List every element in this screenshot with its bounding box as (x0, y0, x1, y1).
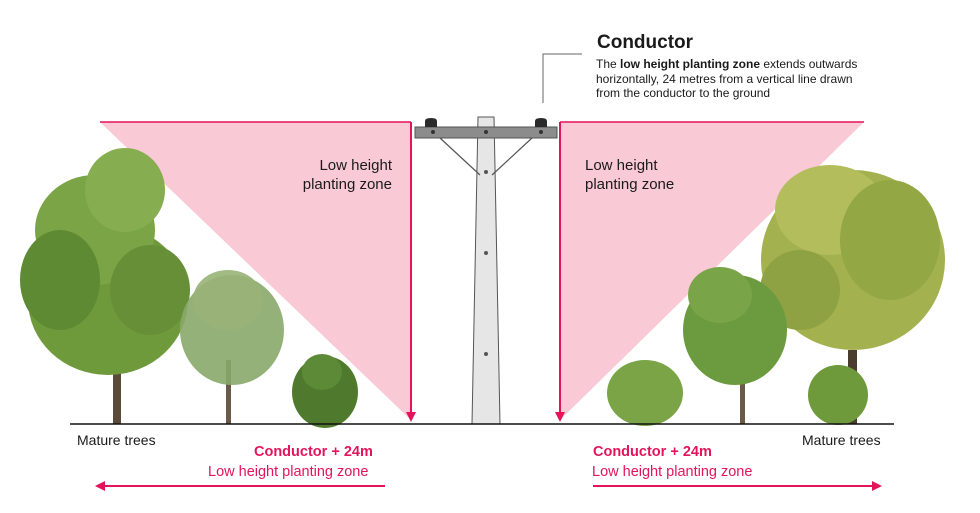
right-bush-right (808, 365, 868, 425)
conductor-description: The low height planting zone extends out… (596, 57, 896, 101)
right-zone-caption: Low height planting zone (592, 464, 753, 480)
right-mature-trees-label: Mature trees (802, 432, 881, 448)
desc-line1-post: extends outwards (760, 57, 858, 71)
right-zone-label-line1: Low height (585, 157, 658, 174)
left-bush (292, 354, 358, 428)
left-conductor (425, 118, 437, 127)
right-bush-left (607, 360, 683, 426)
left-zone-caption: Low height planting zone (208, 464, 369, 480)
left-zone-label: Low height planting zone (280, 156, 392, 194)
left-zone-label-line1: Low height (319, 157, 392, 174)
conductor-callout-line (542, 53, 582, 103)
right-zone-label: Low height planting zone (585, 156, 705, 194)
left-medium-tree (180, 270, 284, 424)
left-zone-label-line2: planting zone (302, 176, 392, 193)
left-mature-tree (20, 148, 190, 424)
left-distance-label: Conductor + 24m (254, 444, 373, 460)
pole-crossarm (414, 126, 558, 139)
desc-bold-term: low height planting zone (620, 57, 761, 71)
left-planting-zone (100, 122, 411, 420)
power-pole (439, 116, 533, 425)
right-conductor (535, 118, 547, 127)
right-distance-label: Conductor + 24m (593, 444, 712, 460)
desc-line2: horizontally, 24 metres from a vertical … (596, 71, 853, 86)
right-zone-label-line2: planting zone (585, 176, 675, 193)
desc-line3: from the conductor to the ground (596, 86, 771, 100)
left-mature-trees-label: Mature trees (77, 432, 156, 448)
desc-line1-pre: The (596, 57, 621, 71)
right-medium-tree (683, 267, 787, 424)
conductor-title: Conductor (597, 32, 694, 53)
